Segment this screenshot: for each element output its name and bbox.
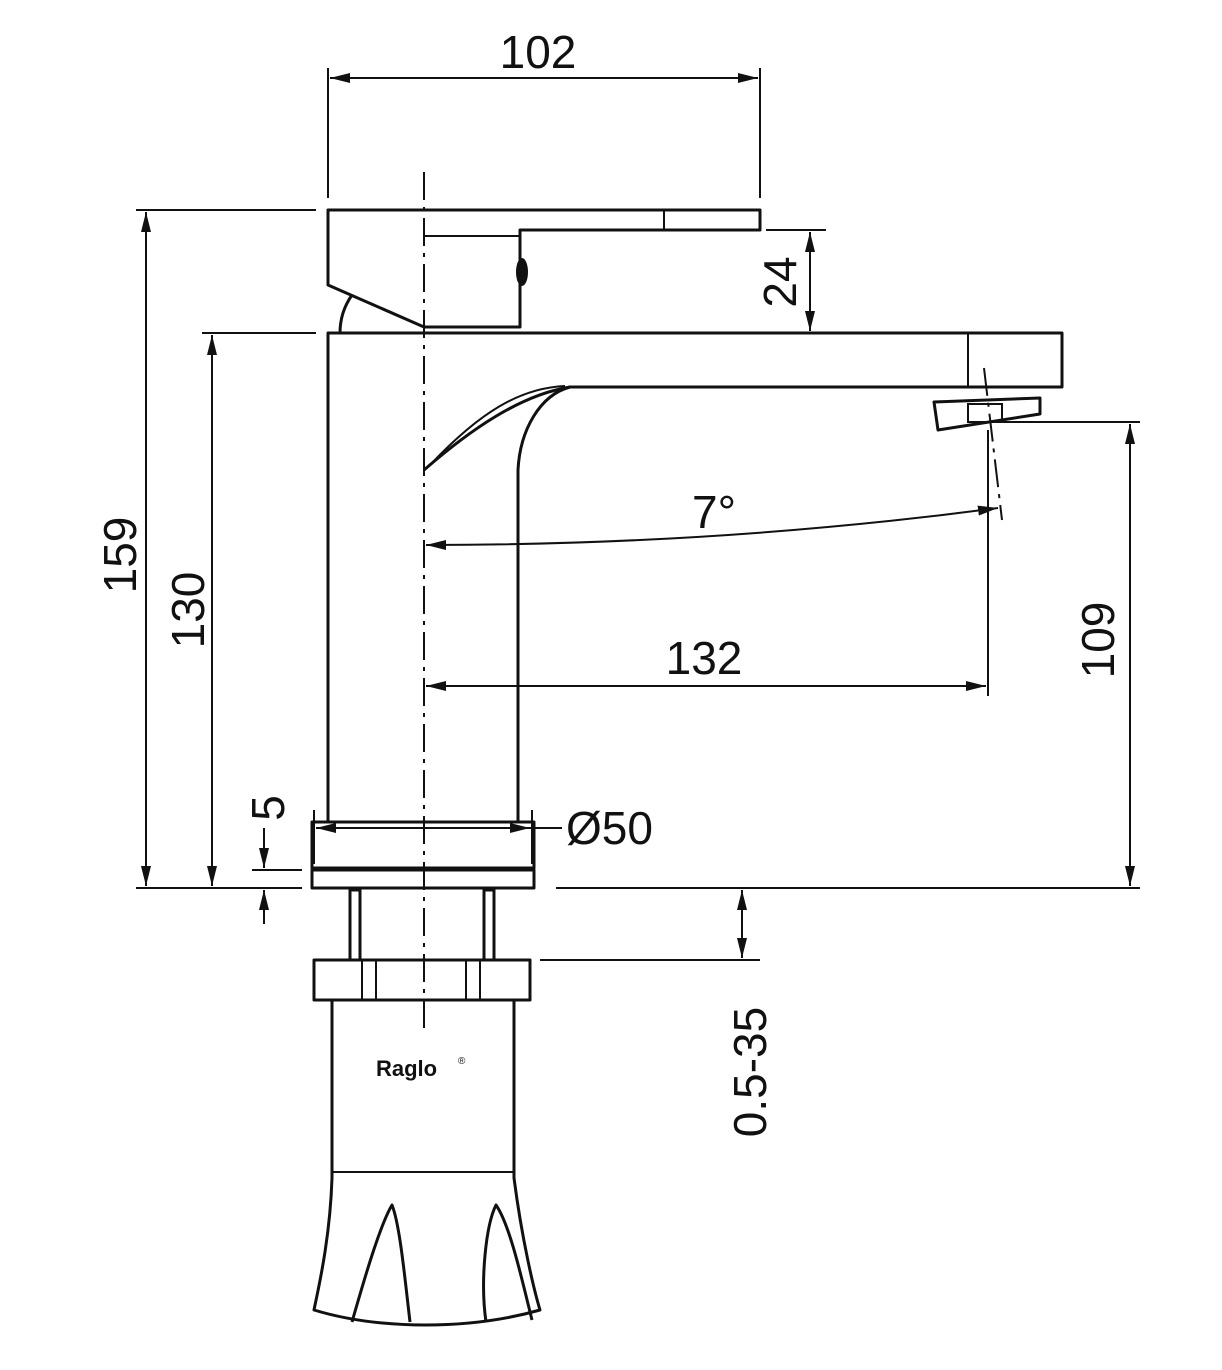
dim-body-height: 130 <box>162 332 316 886</box>
dim-base-plate: 5 <box>242 795 302 924</box>
dim-angle-label: 7° <box>692 486 736 538</box>
spout-underside <box>423 385 571 472</box>
handle-lever <box>326 208 762 329</box>
dim-spout-clearance-label: 109 <box>1072 602 1124 679</box>
spout-underside-inner <box>429 385 566 466</box>
dim-handle-height-label: 24 <box>754 256 806 307</box>
handle-neck <box>338 294 354 334</box>
dim-overall-length: 102 <box>327 26 761 198</box>
aerator <box>932 396 1042 432</box>
supply-sleeve <box>312 998 542 1327</box>
spout-axis-line <box>983 367 1003 521</box>
mounting-stud-left <box>348 888 362 962</box>
main-body <box>326 331 1064 824</box>
dim-mounting-range-label: 0.5-35 <box>724 1007 776 1137</box>
dim-mounting-range: 0.5-35 <box>540 890 776 1137</box>
sleeve-rib-right <box>482 1203 534 1323</box>
sleeve-rib-left <box>350 1203 412 1323</box>
aerator-center <box>967 403 1003 423</box>
dim-handle-height: 24 <box>754 229 826 331</box>
brand-registered-mark: ® <box>458 1056 466 1067</box>
brand-logo: Raglo <box>376 1056 437 1081</box>
mounting-nut <box>312 958 532 1002</box>
dim-total-height: 159 <box>94 209 316 889</box>
dim-spout-reach: 132 <box>426 430 989 696</box>
dim-spout-reach-label: 132 <box>666 632 743 684</box>
handle-screw <box>516 258 528 286</box>
faucet-outline <box>310 208 1064 1327</box>
dim-base-diameter: Ø50 <box>313 802 653 864</box>
mounting-stud-right <box>482 888 496 962</box>
dim-angle: 7° <box>425 486 999 550</box>
dim-base-plate-label: 5 <box>242 795 294 821</box>
dim-body-height-label: 130 <box>162 572 214 649</box>
dim-total-height-label: 159 <box>94 517 146 594</box>
dim-overall-length-label: 102 <box>500 26 577 78</box>
dim-base-diameter-label: Ø50 <box>566 802 653 854</box>
dim-spout-clearance: 109 <box>556 421 1140 889</box>
